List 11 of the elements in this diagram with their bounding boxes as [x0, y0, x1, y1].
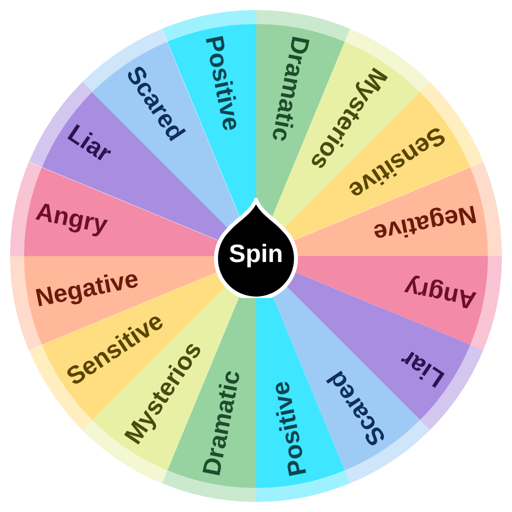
slice-label: Liar — [62, 121, 115, 168]
slice-label: Angry — [402, 273, 478, 312]
spin-label: Spin — [228, 242, 284, 267]
slice-label: Dramatic — [200, 368, 246, 478]
slice-label: Positive — [268, 379, 312, 478]
slice-label: Positive — [200, 34, 244, 133]
slice-label: Negative — [34, 267, 141, 312]
slice-label: Dramatic — [266, 34, 312, 144]
slice-label: Liar — [397, 344, 450, 391]
slice-label: Angry — [34, 200, 110, 239]
slice-label: Negative — [371, 200, 478, 245]
